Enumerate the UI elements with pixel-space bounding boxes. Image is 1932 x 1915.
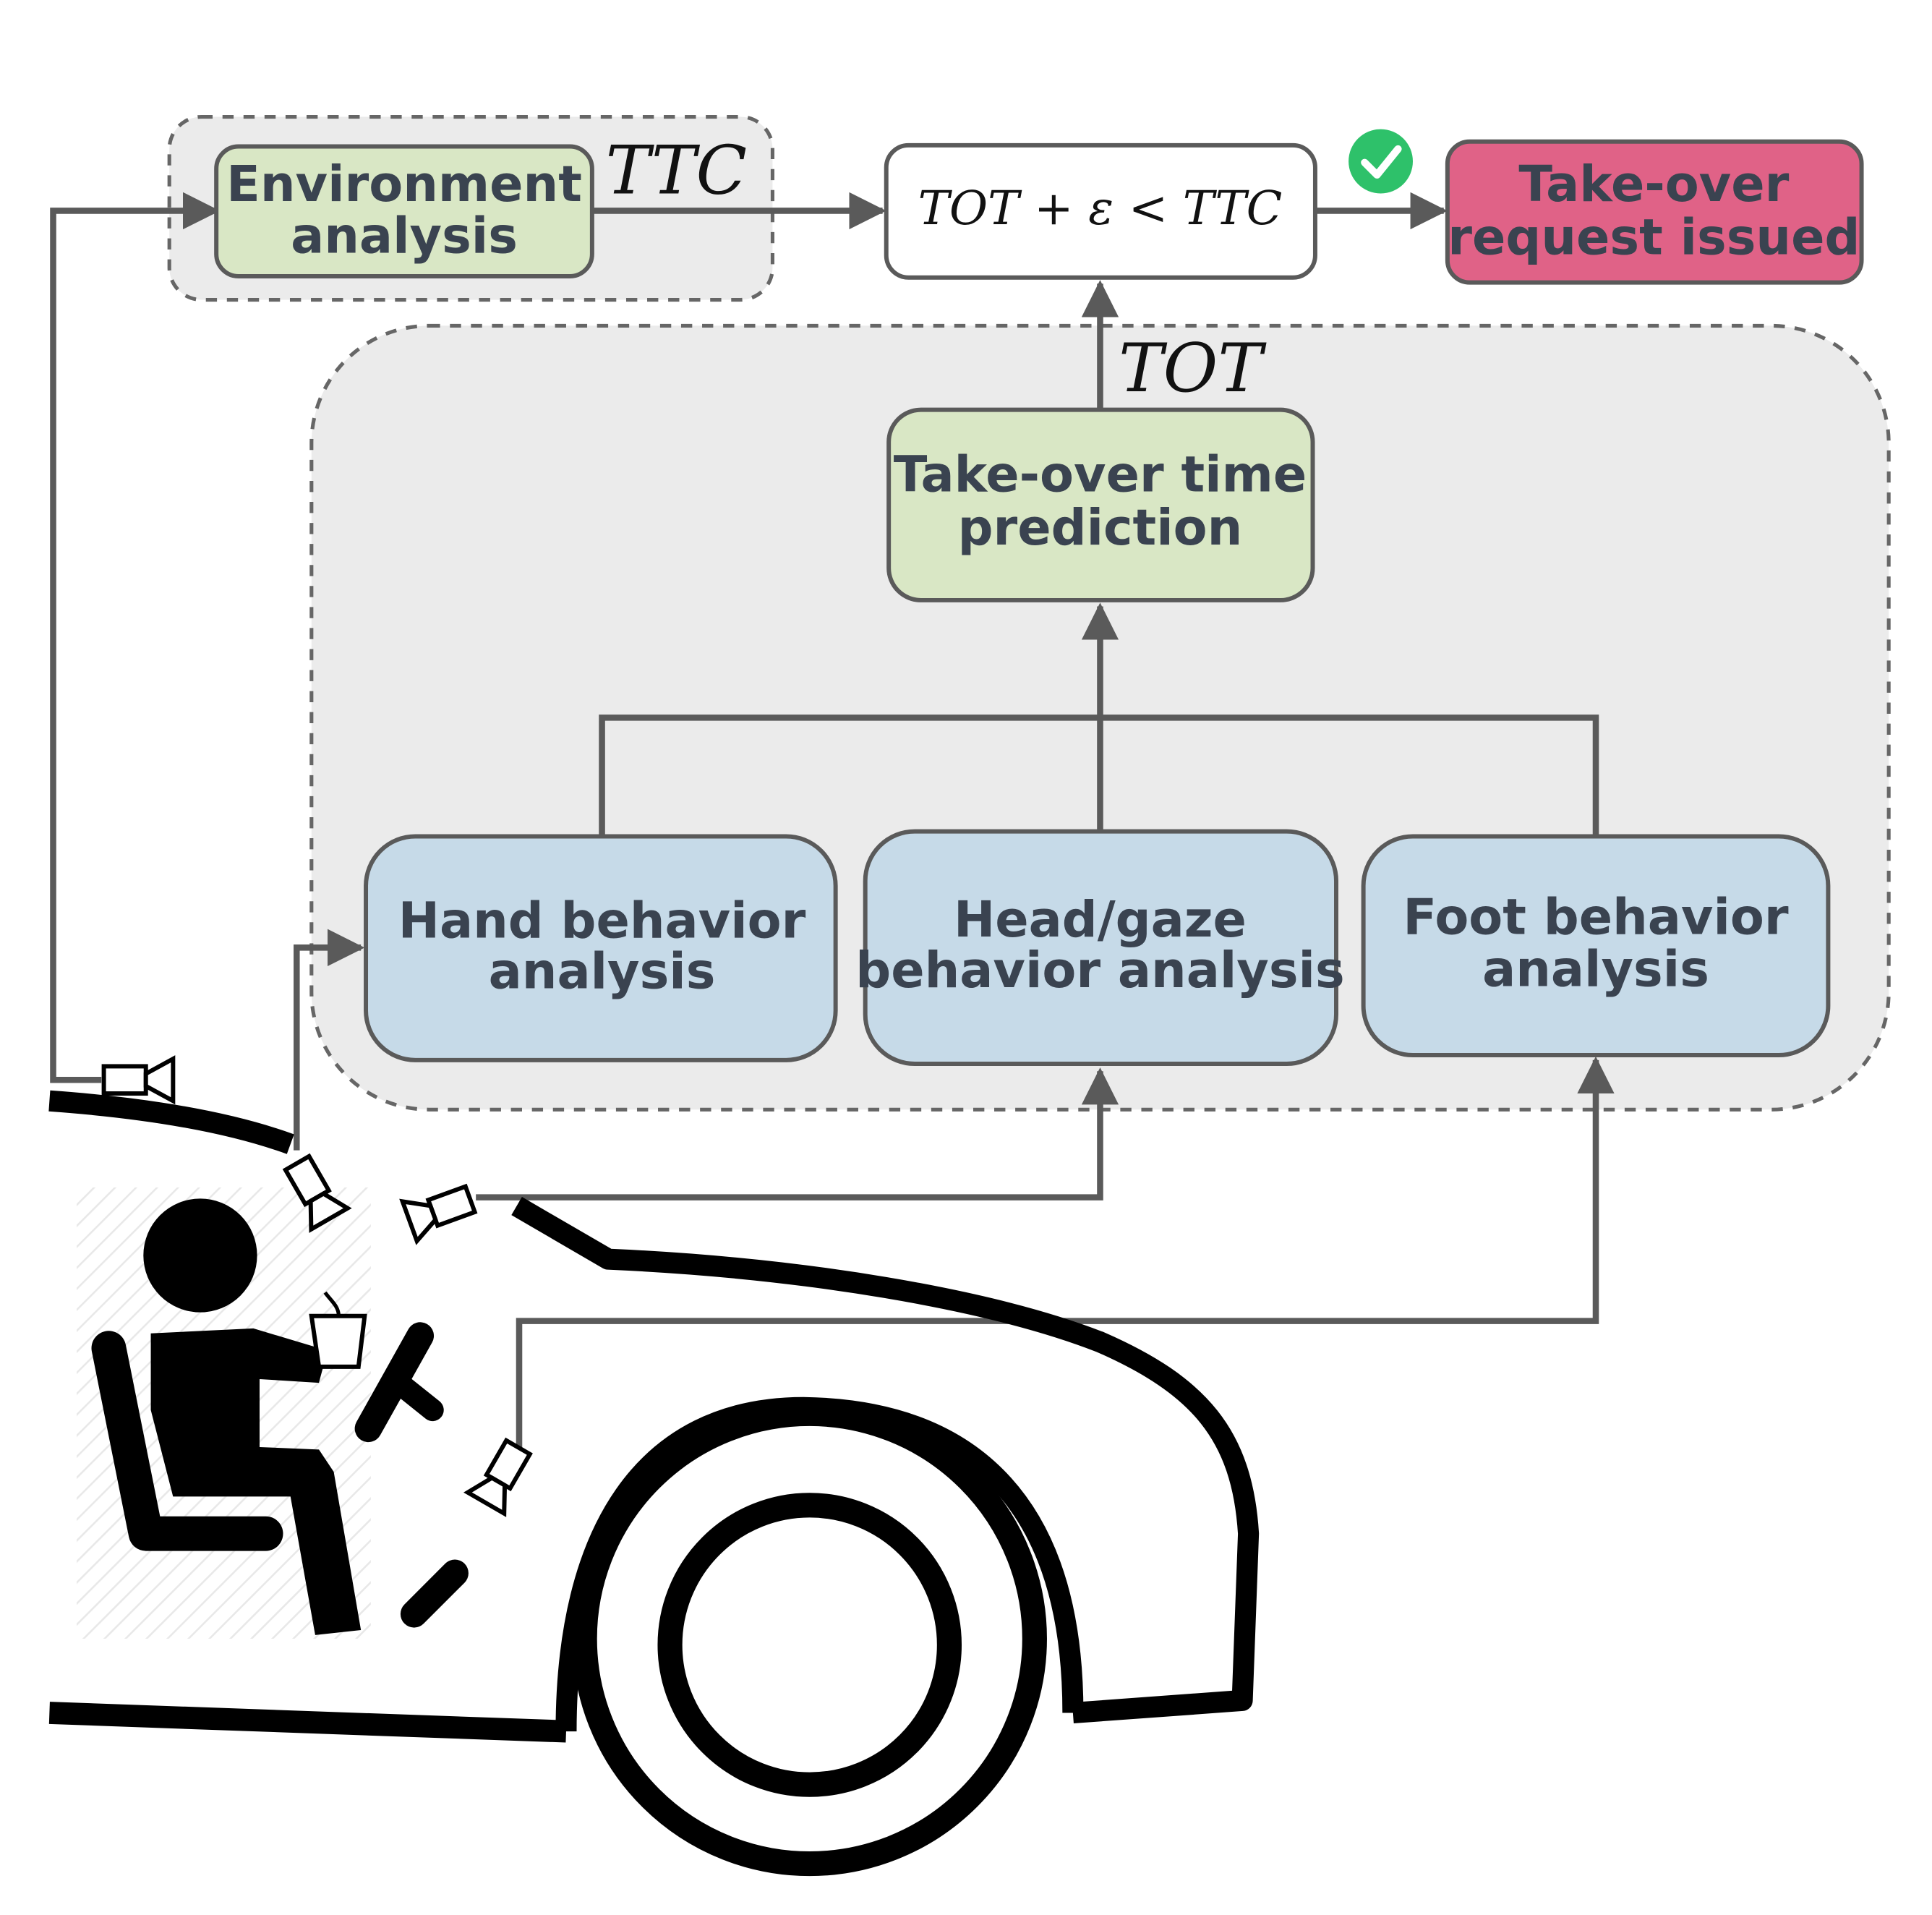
hand-behavior-box: Hand behavior analysis [364, 834, 838, 1062]
foot-line2: analysis [1482, 941, 1709, 998]
arrow-camera-to-env [50, 192, 221, 1083]
arrow-camera-to-hand [294, 929, 365, 1151]
takeover-request-box: Take-over request issued [1445, 139, 1864, 285]
condition-formula: TOT + ε < TTC [918, 182, 1283, 236]
camera-icon [463, 1437, 533, 1517]
headgaze-line2: behavior analysis [855, 942, 1344, 999]
takeover-request-line2: request issued [1448, 209, 1860, 266]
arrow-camera-to-headgaze [476, 1067, 1119, 1200]
headgaze-behavior-box: Head/gaze behavior analysis [855, 829, 1345, 1067]
check-icon [1348, 129, 1413, 194]
hand-line2: analysis [489, 944, 716, 1001]
headgaze-line1: Head/gaze [954, 892, 1247, 949]
condition-box: TOT + ε < TTC [884, 142, 1317, 280]
driver-icon [76, 1187, 469, 1639]
camera-icon [282, 1153, 352, 1233]
tot-prediction-box: Take-over time prediction [886, 407, 1315, 602]
car-sill [48, 1702, 567, 1743]
car-hood [511, 1197, 1260, 1724]
ttc-label: TTC [606, 132, 747, 210]
car-tire-outer [572, 1401, 1047, 1877]
foot-line1: Foot behavior [1403, 890, 1788, 947]
tot-prediction-line2: prediction [958, 500, 1243, 557]
camera-icon [101, 1055, 176, 1105]
car-icon [48, 1090, 1260, 1877]
environment-line1: Environment [226, 156, 582, 213]
environment-line2: analysis [291, 208, 518, 265]
tot-label: TOT [1119, 329, 1267, 407]
tot-prediction-line1: Take-over time [894, 447, 1307, 504]
car-wheel-arch [555, 1396, 1084, 1732]
takeover-request-line1: Take-over [1518, 156, 1789, 213]
car-tire-inner [657, 1493, 962, 1797]
hand-line1: Hand behavior [398, 893, 806, 950]
environment-analysis-box: Environment analysis [214, 144, 594, 279]
car-roof [48, 1090, 294, 1154]
camera-icon [399, 1183, 478, 1245]
foot-behavior-box: Foot behavior analysis [1361, 834, 1831, 1058]
